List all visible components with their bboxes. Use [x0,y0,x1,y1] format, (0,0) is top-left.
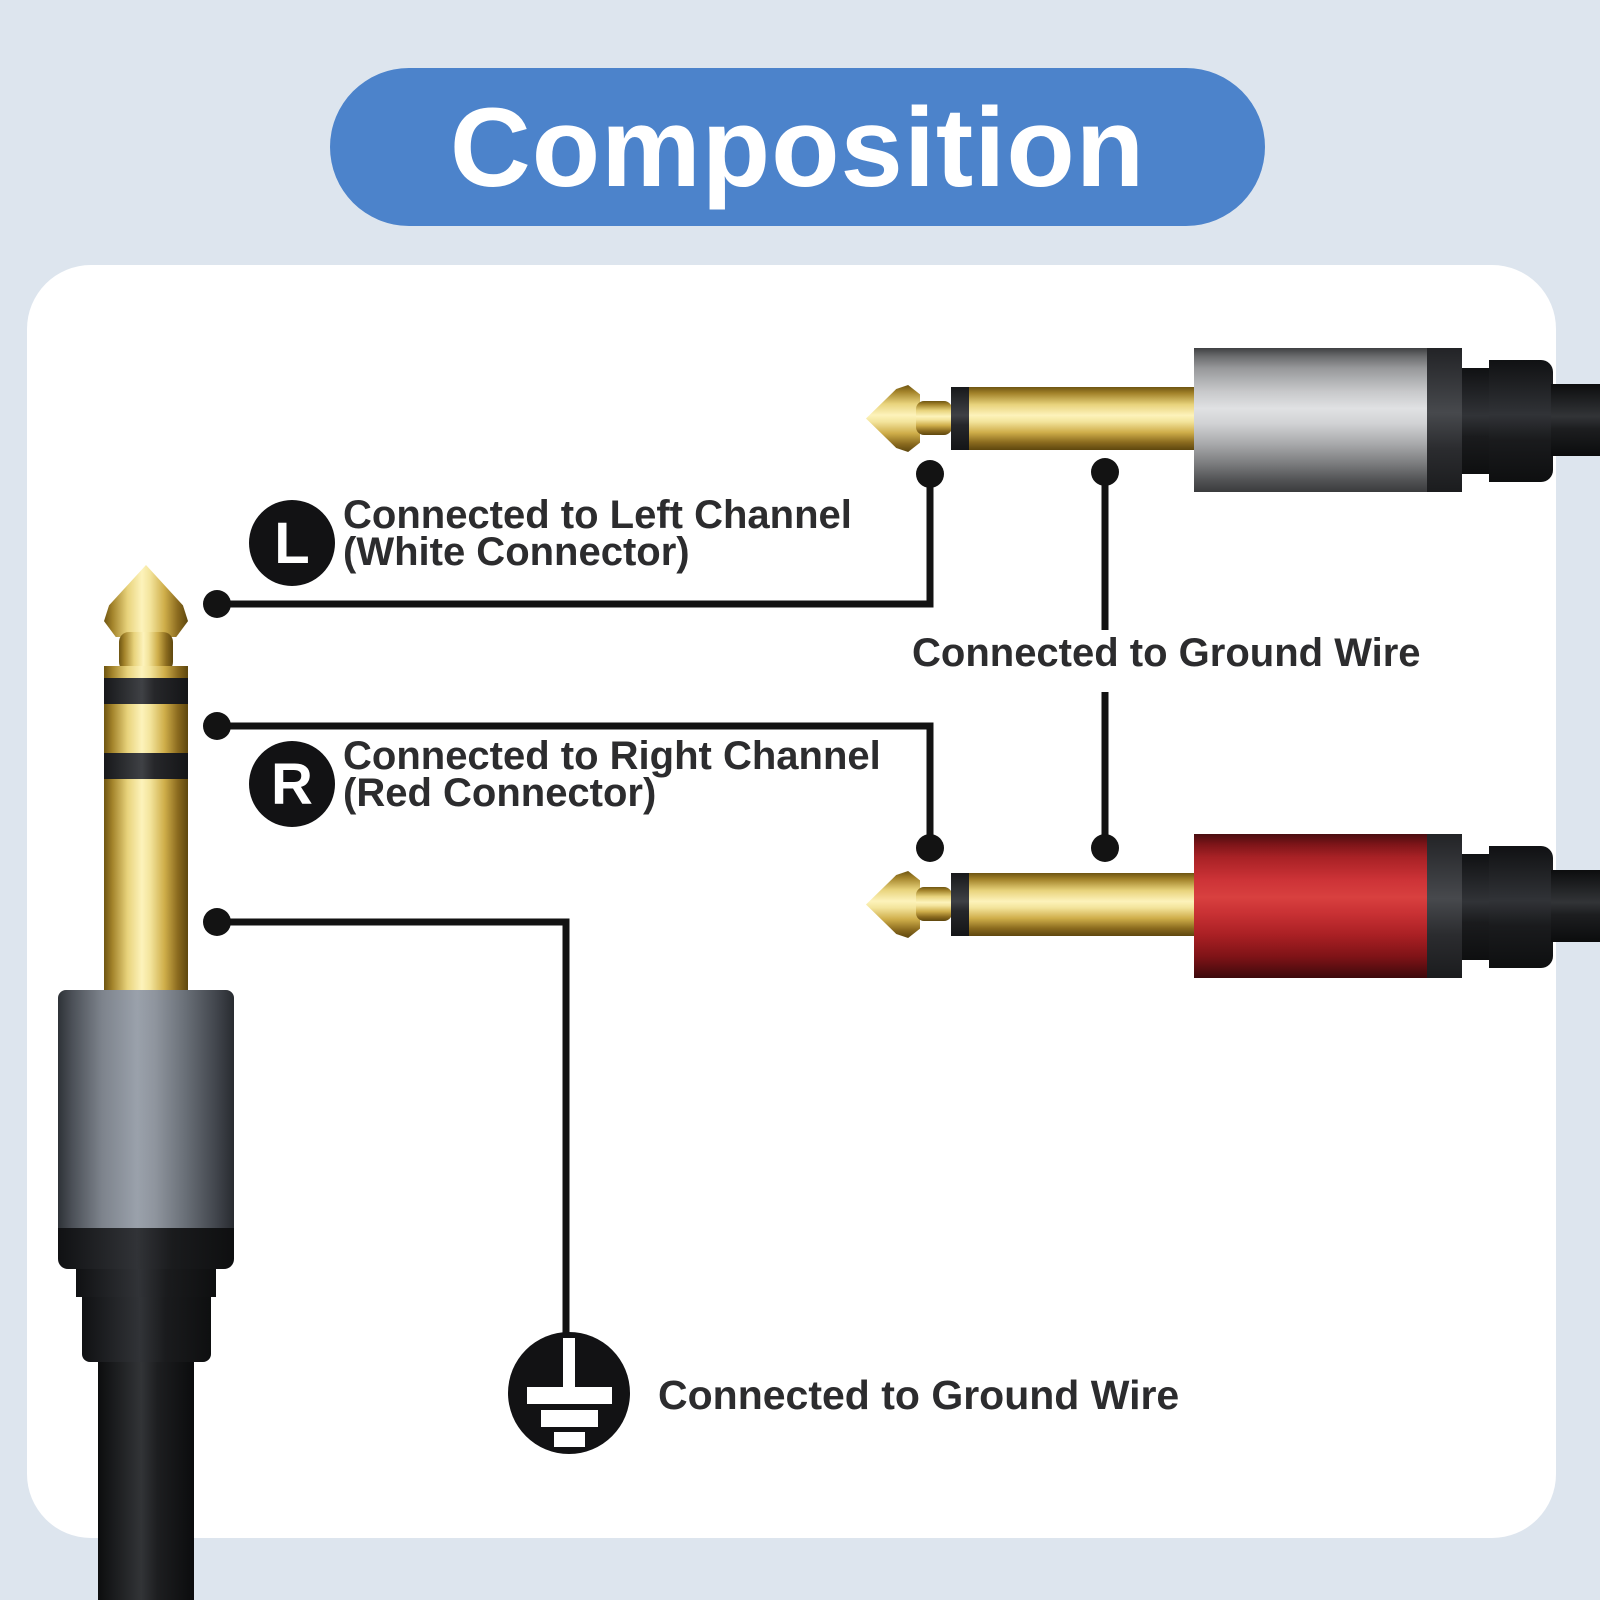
red-ts-red-housing [1194,834,1428,978]
red-ts-housing-band [1427,834,1462,978]
left-channel-badge: L [249,500,335,586]
red-ts-shaft [969,873,1195,936]
header-pill: Composition [330,68,1265,226]
red-ts-tip-neck [916,887,952,921]
trs-insulator-ring-2 [104,753,188,779]
white-ts-cable [1551,384,1600,456]
trs-strain-relief-2 [82,1297,211,1362]
page-title: Composition [449,84,1146,210]
right-channel-label-line1: Connected to Right Channel [343,734,881,778]
left-channel-label-line1: Connected to Left Channel [343,493,852,537]
trs-tip-neck [119,632,173,672]
white-ts-tip-neck [916,401,952,435]
ground-wire-middle-label: Connected to Ground Wire [912,631,1421,675]
trs-shaft [104,666,188,992]
red-ts-strain-relief-2 [1489,846,1553,968]
trs-strain-relief-1 [76,1269,216,1297]
right-channel-label: Connected to Right Channel (Red Connecto… [343,734,881,815]
white-ts-housing-band [1427,348,1462,492]
trs-insulator-ring-1 [104,678,188,704]
white-ts-silver-housing [1194,348,1428,492]
red-ts-strain-relief-1 [1462,854,1489,960]
right-channel-label-line2: (Red Connector) [343,771,657,815]
white-ts-shaft [969,387,1195,450]
white-ts-insulator-ring [951,387,971,450]
red-ts-cable [1551,870,1600,942]
ground-wire-bottom-label: Connected to Ground Wire [658,1372,1180,1418]
left-channel-label-line2: (White Connector) [343,530,690,574]
trs-cable [98,1362,194,1600]
red-ts-insulator-ring [951,873,971,936]
trs-housing-collar [58,1228,234,1269]
trs-metal-housing [58,990,234,1228]
left-channel-label: Connected to Left Channel (White Connect… [343,493,852,574]
white-ts-strain-relief-1 [1462,368,1489,474]
right-channel-badge: R [249,741,335,827]
white-ts-strain-relief-2 [1489,360,1553,482]
